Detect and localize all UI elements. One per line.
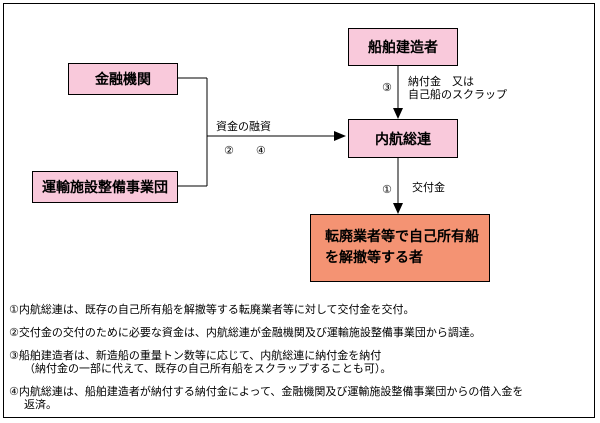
payment-arrowhead [393, 108, 403, 119]
scrapper-box: 転廃業者等で自己所有船 を解撤等する者 [310, 214, 490, 282]
grant-step-label: ① [382, 183, 392, 196]
payment-label-line2: 自己船のスクラップ [408, 88, 507, 101]
note-2: ②交付金の交付のために必要な資金は、内航総連が金融機関及び運輸施設整備事業団から… [9, 326, 481, 339]
financing-arrowhead [334, 131, 346, 141]
financing-label: 資金の融資 [216, 120, 271, 133]
note-1: ①内航総連は、既存の自己所有船を解撤等する転廃業者等に対して交付金を交付。 [9, 303, 415, 316]
transport-agency-label: 運輸施設整備事業団 [42, 180, 168, 196]
scrapper-label-line1: 転廃業者等で自己所有船 [325, 229, 479, 245]
shipbuilder-box: 船舶建造者 [348, 28, 458, 66]
financial-institution-label: 金融機関 [95, 72, 151, 88]
federation-box: 内航総連 [348, 119, 458, 158]
payment-label-line1: 納付金 又は [408, 75, 474, 88]
grant-arrowhead [393, 203, 403, 214]
note-3: ③船舶建造者は、新造船の重量トン数等に応じて、内航総連に納付金を納付 [9, 349, 382, 362]
federation-label: 内航総連 [375, 131, 431, 148]
note-4: ④内航総連は、船舶建造者が納付する納付金によって、金融機関及び運輸施設整備事業団… [9, 385, 524, 398]
financing-steps-label: ② ④ [224, 144, 266, 157]
financial-institution-box: 金融機関 [68, 63, 178, 95]
shipbuilder-label: 船舶建造者 [368, 40, 438, 56]
transport-agency-box: 運輸施設整備事業団 [32, 171, 178, 203]
scrapper-label-line2: を解撤等する者 [325, 250, 423, 266]
note-4-continued: 返済。 [24, 398, 57, 411]
grant-label: 交付金 [412, 181, 445, 194]
note-3-continued: （納付金の一部に代えて、既存の自己所有船をスクラップすることも可）。 [24, 362, 392, 375]
payment-step-label: ③ [382, 81, 392, 94]
